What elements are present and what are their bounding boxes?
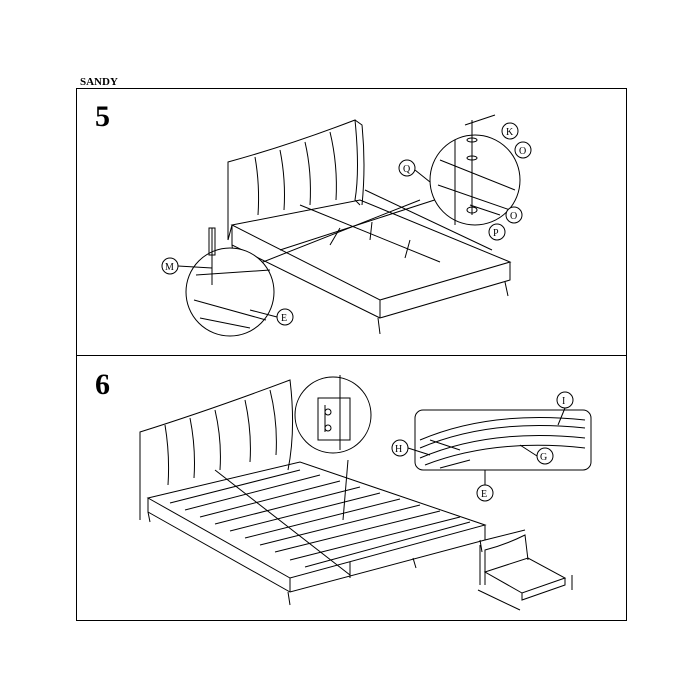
label-I: I	[562, 396, 565, 407]
part-labels-step5: K O Q O P M E	[161, 122, 532, 326]
instruction-frame	[76, 88, 627, 621]
detail-callout-bracket	[294, 375, 372, 521]
label-G: G	[540, 452, 547, 463]
label-Q: Q	[403, 164, 411, 175]
label-M: M	[165, 262, 174, 273]
label-H: H	[395, 444, 402, 455]
detail-inset-slats	[414, 409, 592, 471]
label-O-2: O	[510, 211, 517, 222]
step-divider	[76, 355, 626, 356]
label-E-2: E	[481, 489, 487, 500]
bed-with-slats-drawing	[139, 379, 487, 606]
label-O: O	[519, 146, 526, 157]
label-E: E	[281, 313, 287, 324]
detail-callout-left	[185, 227, 275, 337]
detail-callout-right	[429, 114, 521, 226]
label-K: K	[506, 127, 514, 138]
step-number-5: 5	[95, 100, 110, 133]
label-P: P	[493, 228, 499, 239]
document-title: SANDY	[80, 76, 118, 88]
part-labels-step6: I H G E	[391, 391, 574, 502]
step-number-6: 6	[95, 368, 110, 401]
dimension-thumbnail	[477, 529, 573, 611]
